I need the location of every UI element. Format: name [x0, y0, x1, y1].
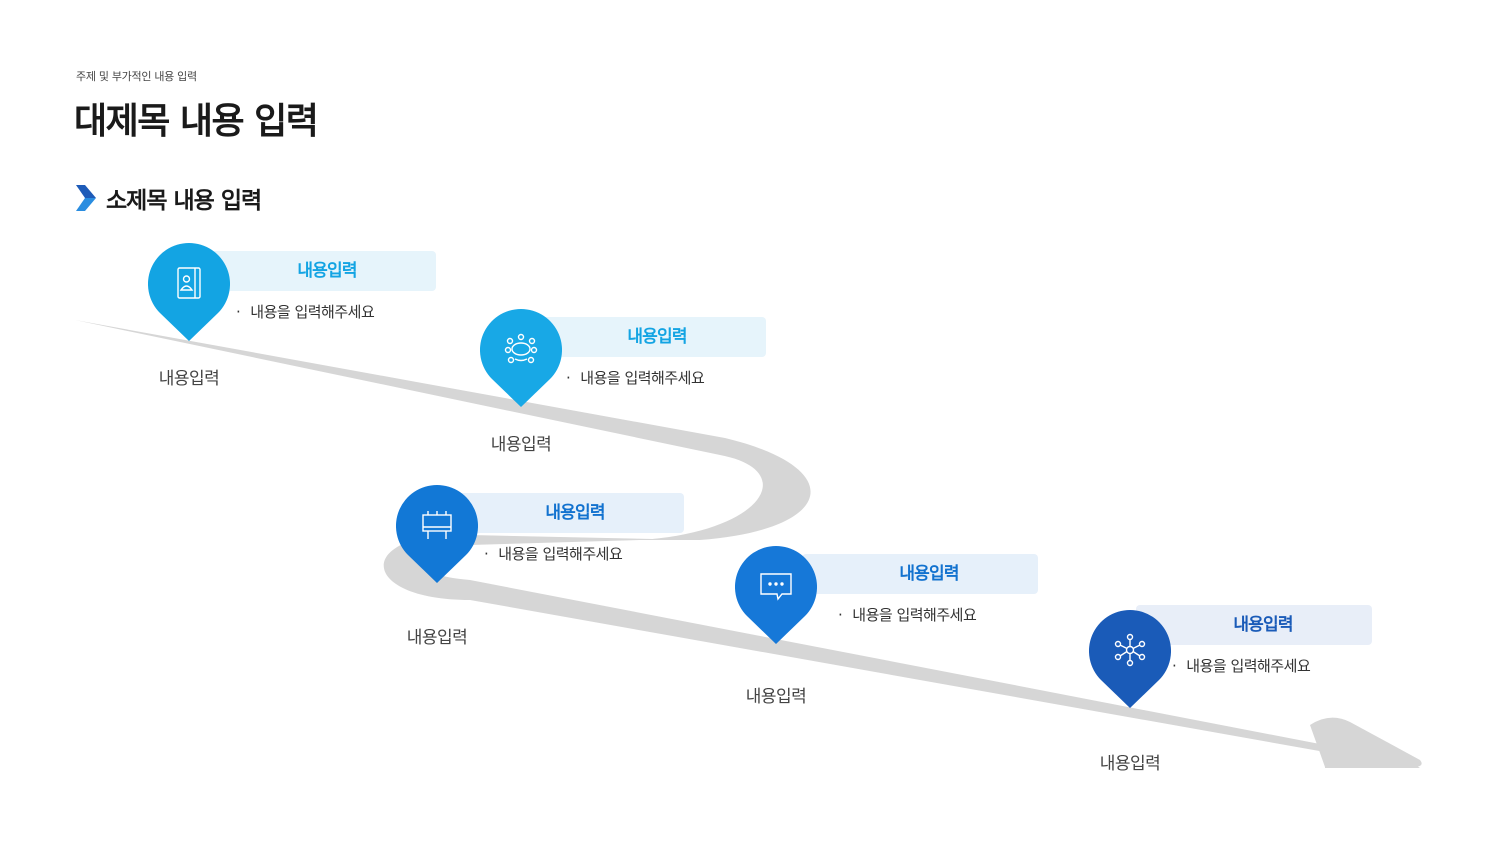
step-5-title: 내용입력: [1233, 615, 1293, 635]
step-3-pin: [396, 485, 478, 583]
step-4-description: ·내용을 입력해주세요: [838, 606, 977, 624]
network-icon: [1114, 633, 1146, 667]
step-1-pin: [148, 243, 230, 341]
step-1-description: ·내용을 입력해주세요: [236, 303, 375, 321]
step-1-card: [200, 251, 436, 291]
page-subtitle: 주제 및 부가적인 내용 입력: [76, 70, 197, 83]
step-4-pin: [735, 546, 817, 644]
chat-bubble-icon: [760, 573, 792, 601]
step-4-title: 내용입력: [899, 564, 959, 584]
step-1-label: 내용입력: [158, 369, 220, 389]
step-2-pin: [480, 309, 562, 407]
step-4-card: [802, 554, 1038, 594]
section-title: 소제목 내용 입력: [106, 188, 262, 214]
section-header: 소제목 내용 입력: [76, 183, 262, 214]
step-5-label: 내용입력: [1099, 754, 1161, 774]
step-4-label: 내용입력: [745, 687, 807, 707]
profile-book-icon: [177, 267, 201, 299]
step-2-title: 내용입력: [627, 327, 687, 347]
page-title: 대제목 내용 입력: [74, 101, 319, 142]
meeting-table-icon: [504, 333, 538, 364]
step-3-title: 내용입력: [545, 503, 605, 523]
step-3-card: [448, 493, 684, 533]
step-2-label: 내용입력: [490, 435, 552, 455]
step-2-description: ·내용을 입력해주세요: [566, 369, 705, 387]
step-5-pin: [1089, 610, 1171, 708]
chevron-right-icon: [76, 185, 96, 211]
billboard-icon: [422, 511, 452, 539]
step-5-description: ·내용을 입력해주세요: [1172, 657, 1311, 675]
step-3-description: ·내용을 입력해주세요: [484, 545, 623, 563]
step-5-card: [1136, 605, 1372, 645]
step-2-card: [530, 317, 766, 357]
step-1-title: 내용입력: [297, 261, 357, 281]
step-3-label: 내용입력: [406, 628, 468, 648]
